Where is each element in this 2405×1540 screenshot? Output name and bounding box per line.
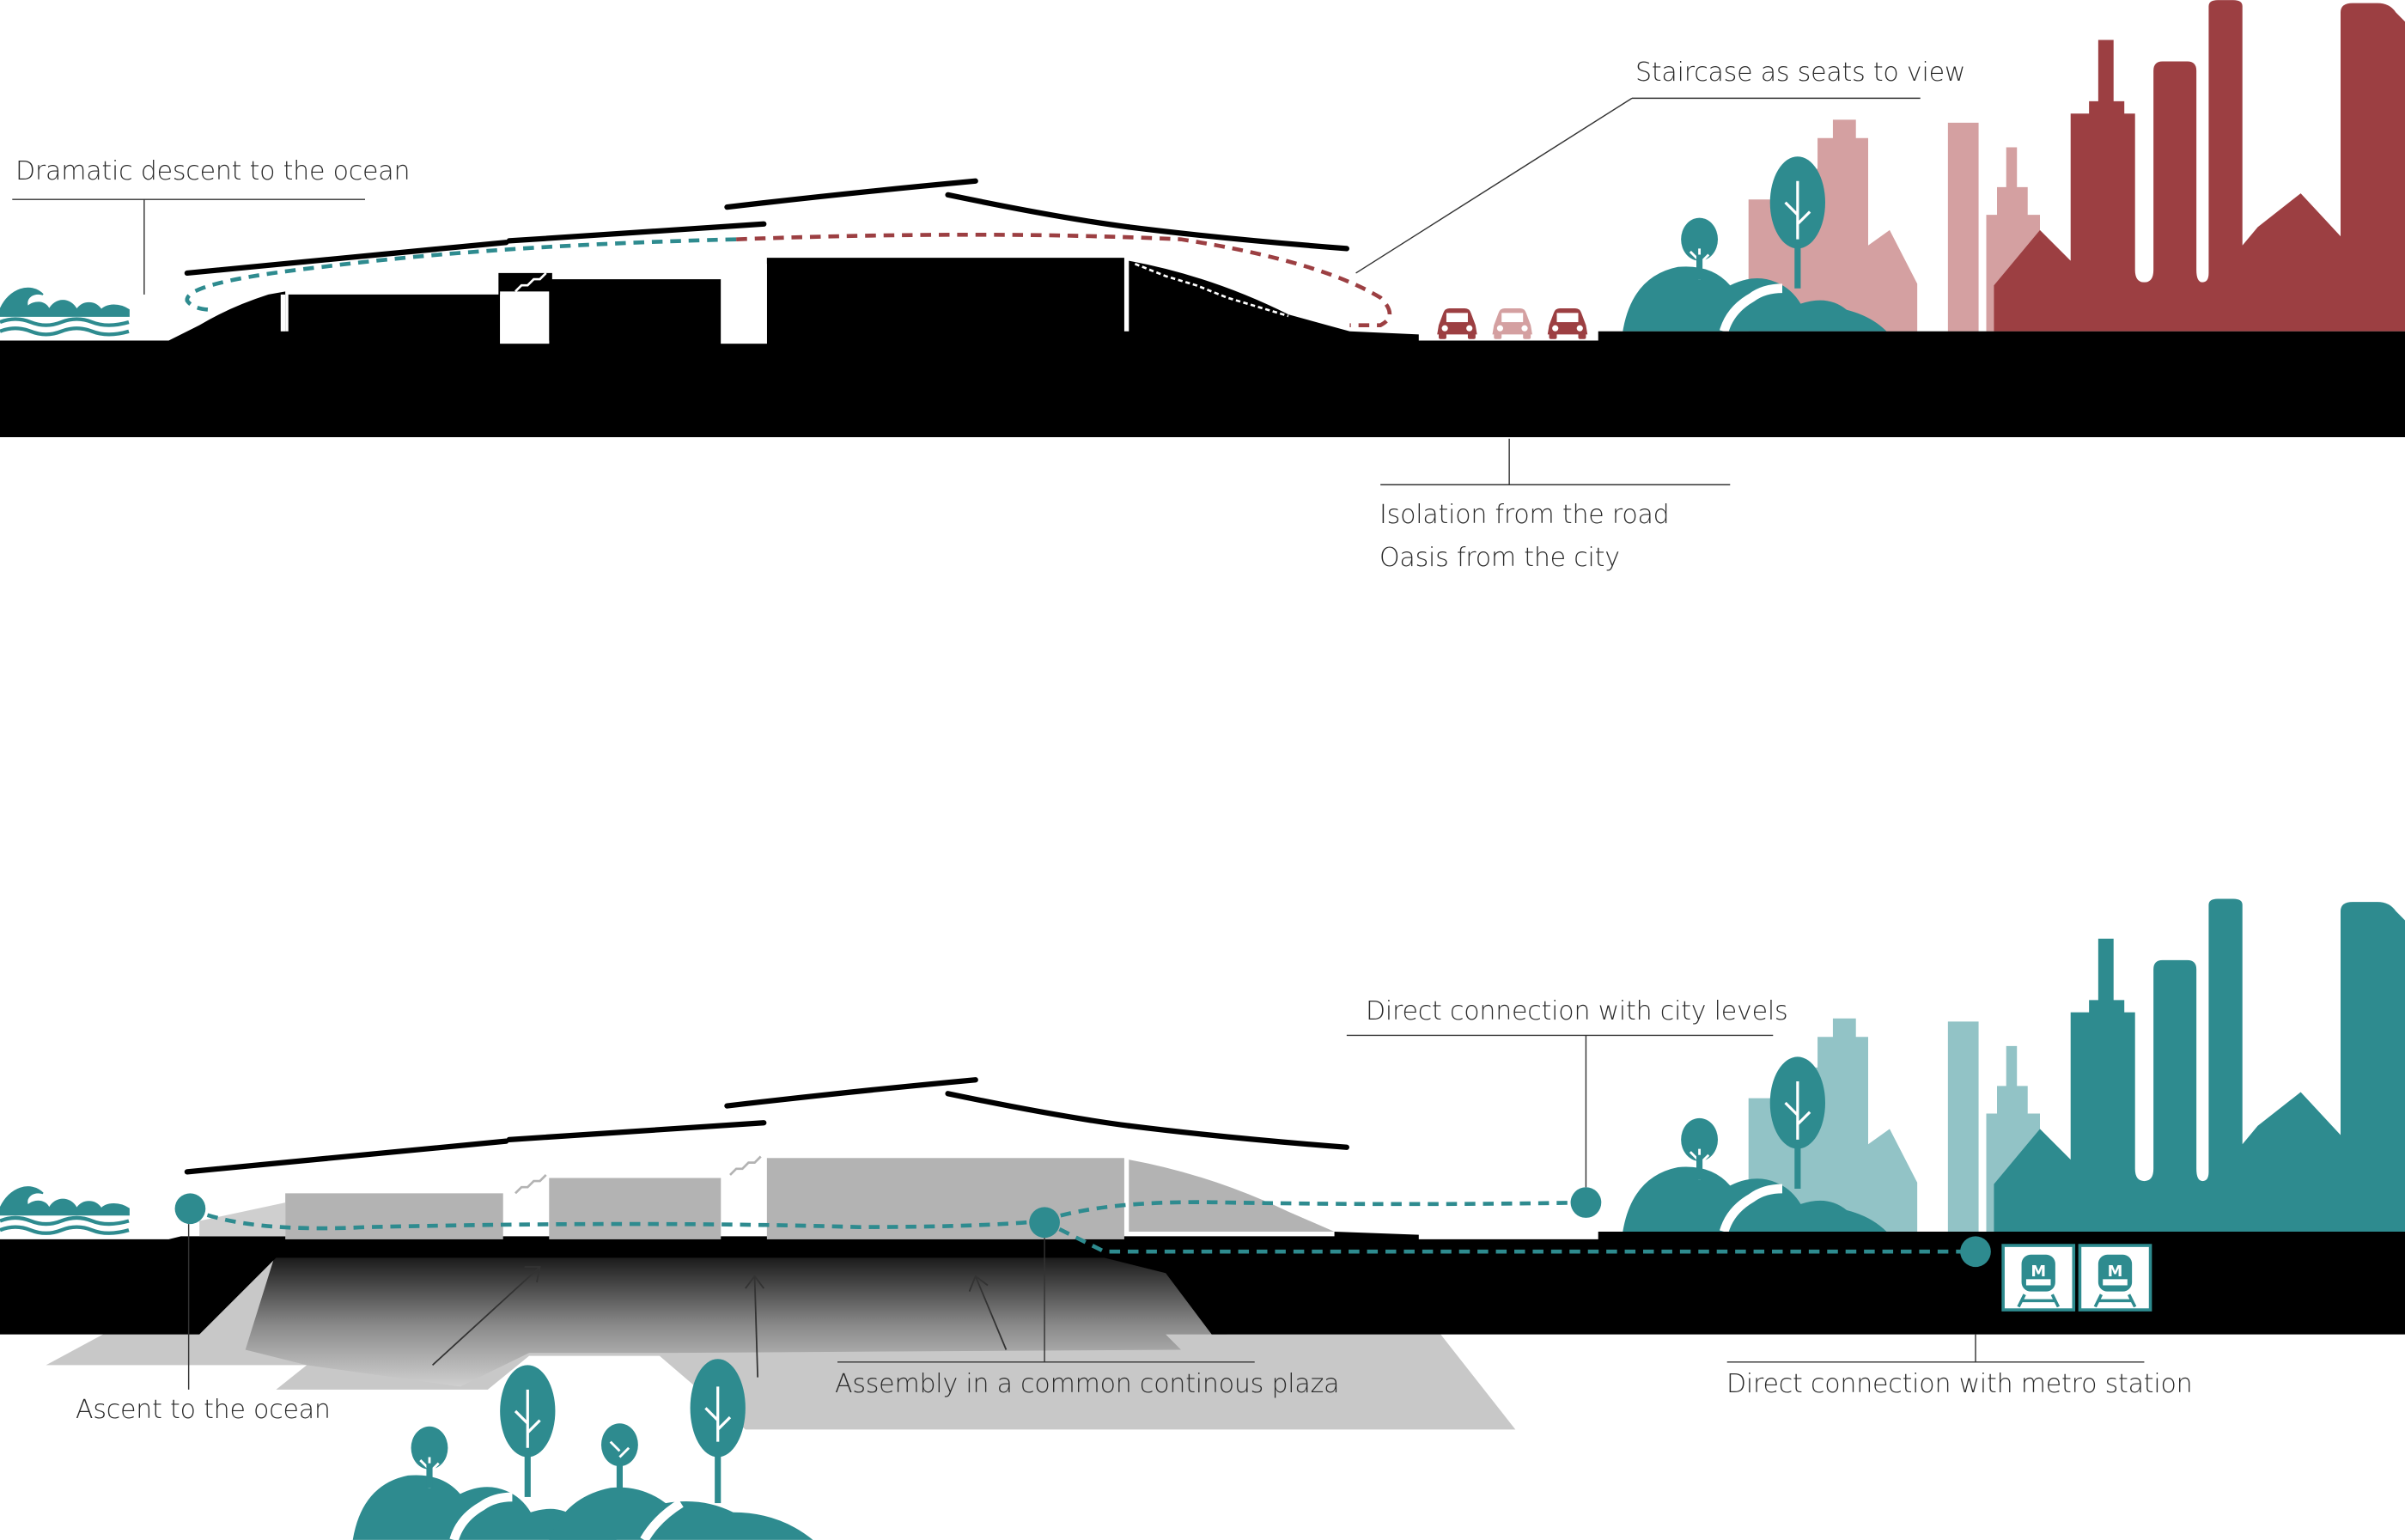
supports <box>280 264 767 344</box>
ground-section <box>0 1232 2405 1335</box>
arrows <box>431 1266 1008 1378</box>
leader-lines <box>187 1034 2145 1390</box>
city-buildings-dark <box>1994 898 2405 1232</box>
ground-section <box>0 258 2405 437</box>
connection-nodes <box>174 1187 1991 1268</box>
label-staircase: Staircase as seats to view <box>1635 58 1966 88</box>
label-city-levels: Direct connection with city levels <box>1366 996 1788 1026</box>
path-teal <box>185 237 737 313</box>
tree-icon <box>549 1359 813 1540</box>
car-icon <box>1437 308 1588 339</box>
top-section <box>0 0 2405 486</box>
bottom-section <box>0 898 2405 1540</box>
plaza-gradient <box>245 1251 1227 1387</box>
gray-buildings <box>199 1158 1335 1239</box>
wave-icon <box>0 289 129 335</box>
path-red <box>736 232 1392 327</box>
roof-canopy <box>184 178 1349 277</box>
path-teal <box>189 1200 1976 1254</box>
label-ocean-descent: Dramatic descent to the ocean <box>15 156 411 186</box>
label-city-oasis: Oasis from the city <box>1379 543 1620 573</box>
label-ocean-ascent: Ascent to the ocean <box>76 1395 331 1425</box>
wave-icon <box>0 1187 129 1233</box>
city-buildings-dark <box>1994 0 2405 332</box>
label-metro: Direct connection with metro station <box>1726 1369 2193 1399</box>
label-road-isolation: Isolation from the road <box>1379 500 1670 530</box>
roof-canopy <box>184 1077 1349 1175</box>
leader-lines <box>12 97 1921 486</box>
label-assembly: Assembly in a common continous plaza <box>835 1369 1340 1399</box>
stairs <box>514 262 1289 318</box>
